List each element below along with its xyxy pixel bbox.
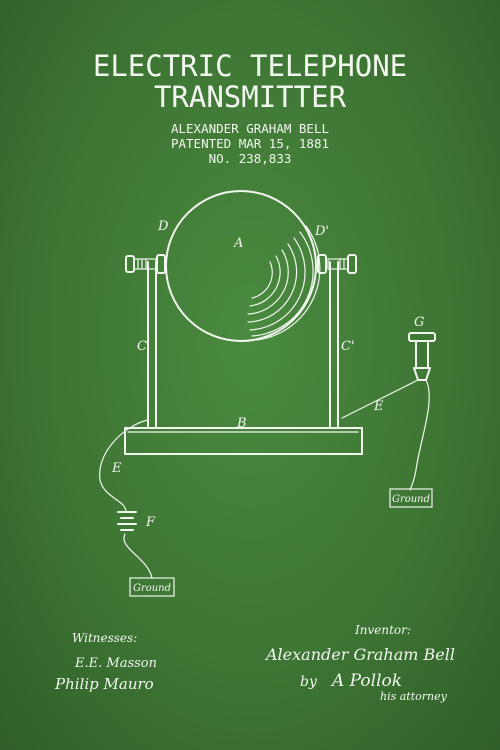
by-line: by <box>300 674 318 690</box>
inventor-name: ALEXANDER GRAHAM BELL <box>171 121 329 136</box>
label-c-prime: C' <box>341 339 355 354</box>
attorney-signature: A Pollok <box>330 671 402 691</box>
witness-1: E.E. Masson <box>74 656 157 671</box>
ground-box-left: Ground <box>129 577 175 597</box>
title-line-2: TRANSMITTER <box>154 80 347 114</box>
ground-box-right: Ground <box>389 488 433 508</box>
base-plate <box>124 427 363 455</box>
patent-date: PATENTED MAR 15, 1881 <box>171 136 329 151</box>
patent-number: NO. 238,833 <box>209 151 292 166</box>
title-line-1: ELECTRIC TELEPHONE <box>93 49 407 83</box>
right-pivot-screw <box>317 254 357 274</box>
label-d: D <box>157 219 169 234</box>
ground-label-left: Ground <box>133 583 171 594</box>
label-a: A <box>233 236 243 251</box>
right-support <box>329 261 339 429</box>
label-d-prime: D' <box>314 224 329 239</box>
wiring <box>99 379 430 579</box>
witnesses-heading: Witnesses: <box>72 631 137 645</box>
witness-2: Philip Mauro <box>54 675 154 693</box>
label-e-right: E <box>373 399 384 414</box>
left-support <box>147 261 157 429</box>
label-g: G <box>414 315 424 330</box>
inventor-signature: Alexander Graham Bell <box>264 645 455 664</box>
inventor-heading: Inventor: <box>354 623 411 637</box>
transmitter-sphere <box>165 190 321 342</box>
label-e-left: E <box>111 461 122 476</box>
attorney-caption: his attorney <box>380 690 448 703</box>
label-f: F <box>145 515 156 530</box>
ground-label-right: Ground <box>392 494 430 505</box>
label-b: B <box>236 416 247 431</box>
left-pivot-screw <box>125 254 166 274</box>
battery <box>117 511 137 531</box>
terminal-post <box>408 332 436 381</box>
label-c: C <box>137 339 147 354</box>
